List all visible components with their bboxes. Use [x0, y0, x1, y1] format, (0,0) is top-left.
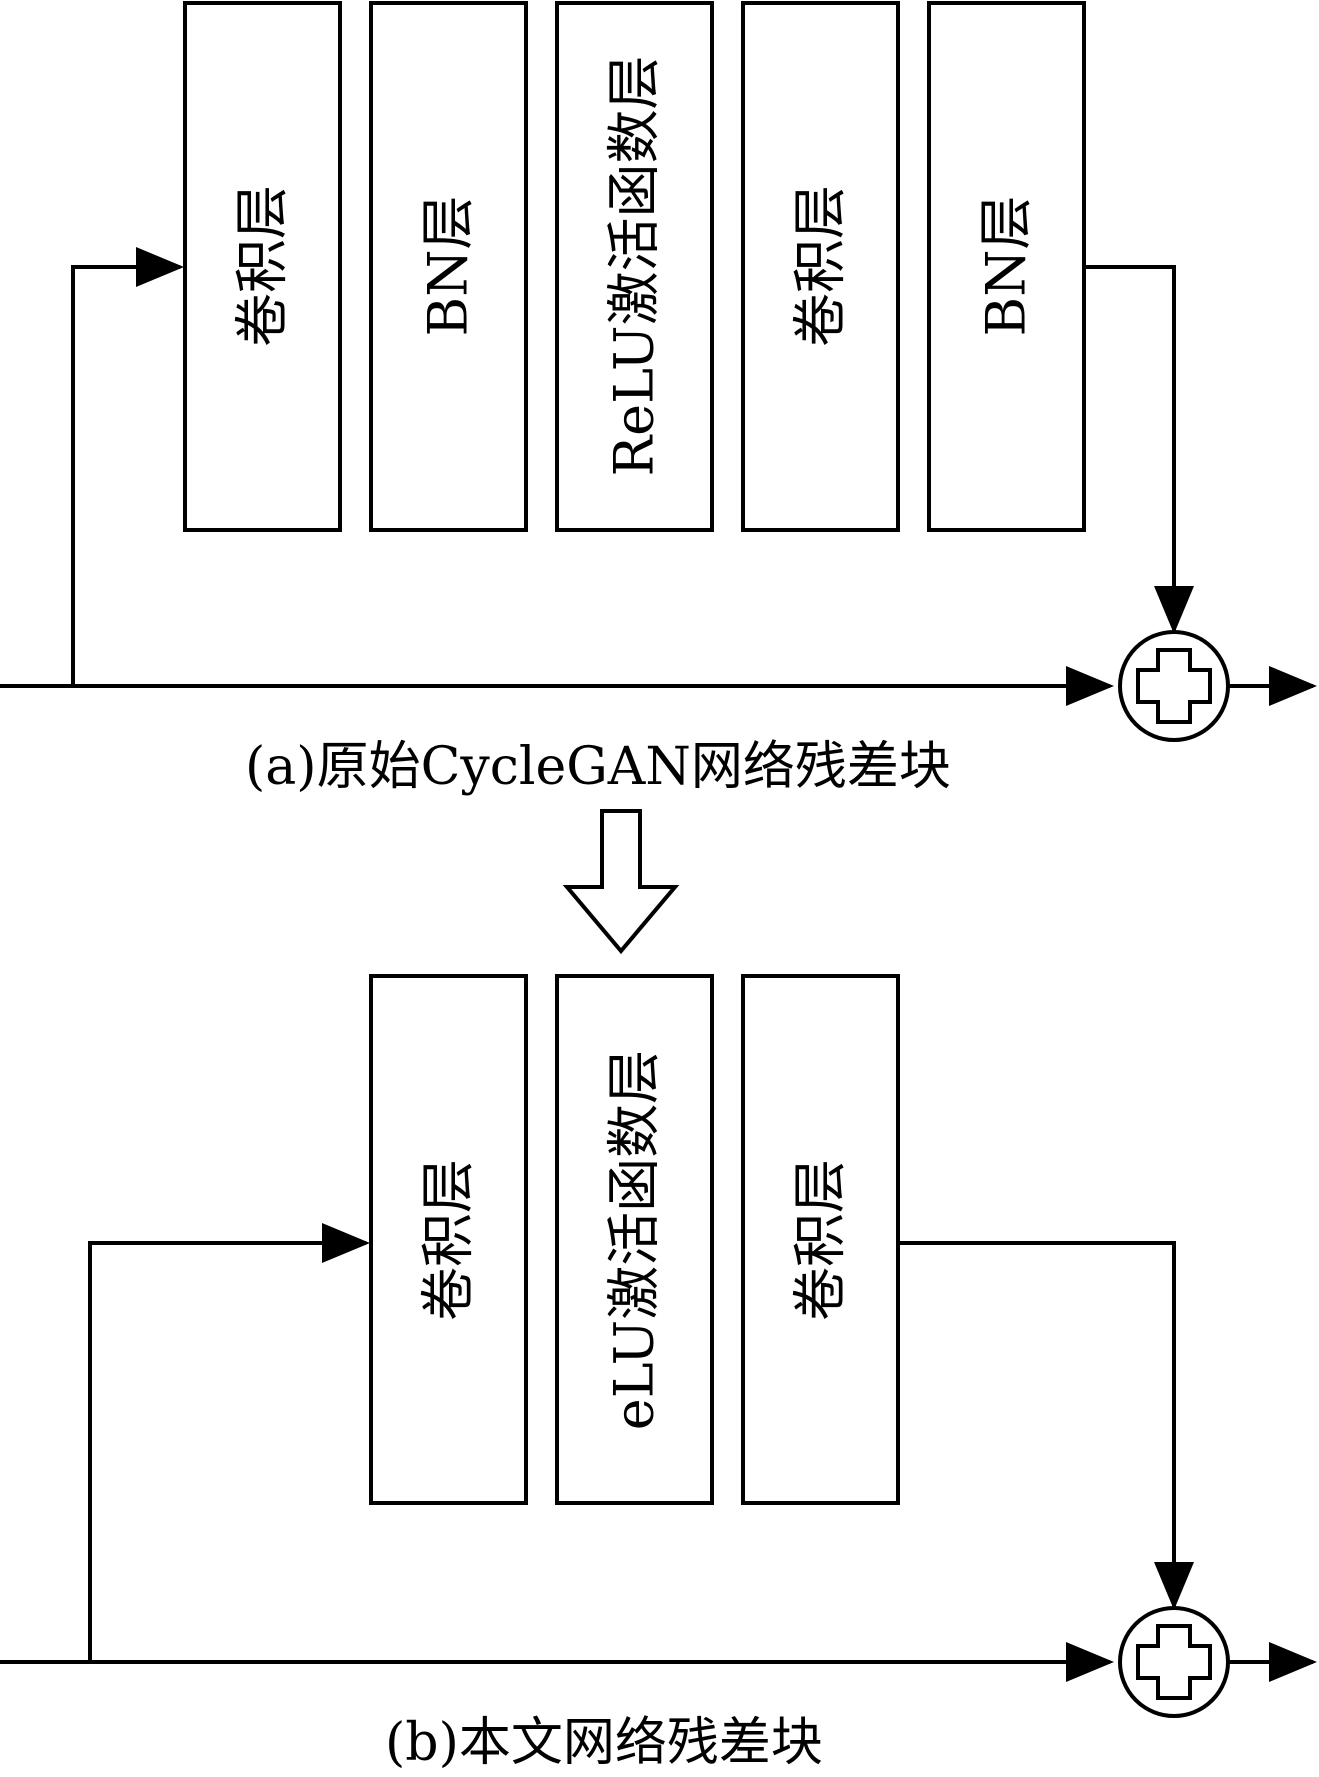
residual-path-a	[1084, 265, 1194, 634]
block-a-2: BN层	[369, 1, 528, 532]
diagram-b: 卷积层 eLU激活函数层 卷积层 (b)本文网络残差块	[0, 974, 1317, 1773]
branch-path-a	[71, 247, 184, 686]
block-b-3: 卷积层	[741, 974, 900, 1505]
plus-circle-icon	[1118, 630, 1230, 742]
block-a-5-label: BN层	[975, 196, 1038, 337]
block-a-4-label: 卷积层	[789, 185, 852, 347]
block-b-2: eLU激活函数层	[555, 974, 714, 1505]
residual-path-b	[898, 1241, 1194, 1610]
block-a-2-label: BN层	[417, 196, 480, 337]
diagram-a: 卷积层 BN层 ReLU激活函数层 卷积层 BN层 (a	[0, 1, 1317, 797]
block-a-1: 卷积层	[183, 1, 342, 532]
block-b-1-label: 卷积层	[417, 1159, 480, 1321]
block-a-1-label: 卷积层	[231, 185, 294, 347]
block-b-2-label: eLU激活函数层	[603, 1050, 666, 1430]
caption-b: (b)本文网络残差块	[385, 1713, 823, 1773]
branch-path-b	[88, 1223, 370, 1662]
block-a-5: BN层	[927, 1, 1086, 532]
block-a-3-label: ReLU激活函数层	[603, 55, 666, 476]
plus-circle-icon	[1118, 1606, 1230, 1718]
block-a-4: 卷积层	[741, 1, 900, 532]
block-b-3-label: 卷积层	[789, 1159, 852, 1321]
caption-a: (a)原始CycleGAN网络残差块	[245, 737, 951, 797]
hollow-down-arrow-icon	[562, 809, 680, 955]
block-b-1: 卷积层	[369, 974, 528, 1505]
block-a-3: ReLU激活函数层	[555, 1, 714, 532]
